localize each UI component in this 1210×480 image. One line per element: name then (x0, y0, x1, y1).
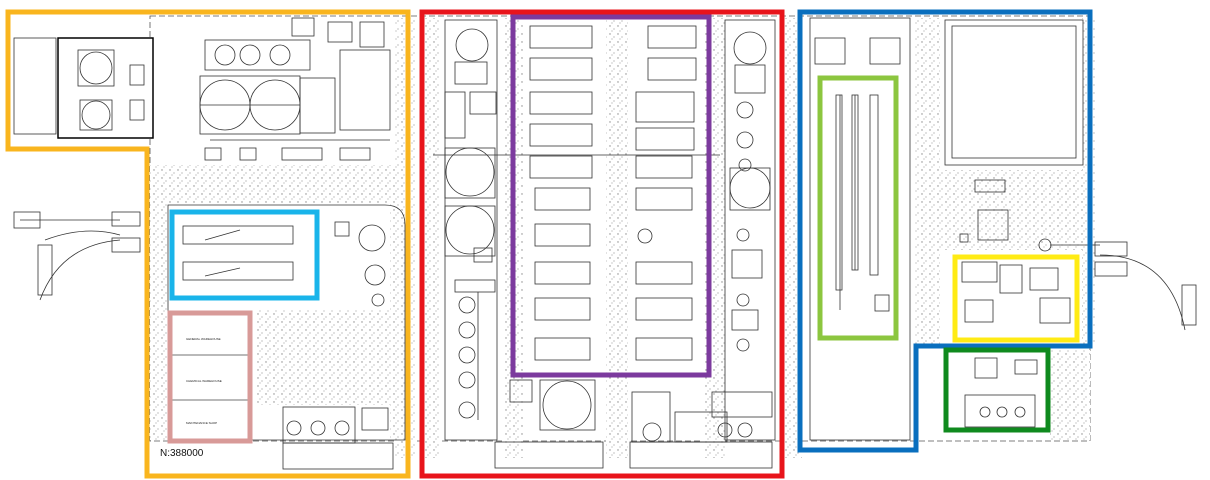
light-green-zone-outline (817, 75, 899, 341)
pink-zone-label-3: MAINTENANCE SHOP (186, 421, 217, 425)
pink-zone-outline (167, 310, 253, 444)
cyan-zone-contents (182, 225, 294, 281)
plan-base-drawing (13, 15, 1197, 470)
cyan-zone-outline (169, 209, 320, 301)
pink-zone-label-1: GENERAL WAREHOUSE (186, 337, 221, 341)
coordinate-label: N:388000 (160, 448, 204, 459)
dark-green-zone-outline (943, 347, 1051, 433)
yellow-zone-outline (952, 254, 1080, 343)
pink-zone-label-2: CHEMICAL WAREHOUSE (186, 379, 222, 383)
zone-outlines (5, 9, 1093, 479)
red-zone-outline (419, 9, 785, 479)
pink-zone-divisions (172, 354, 250, 401)
blue-zone-outline (797, 9, 1093, 453)
orange-zone-outline (5, 9, 411, 479)
purple-zone-outline (510, 14, 712, 378)
